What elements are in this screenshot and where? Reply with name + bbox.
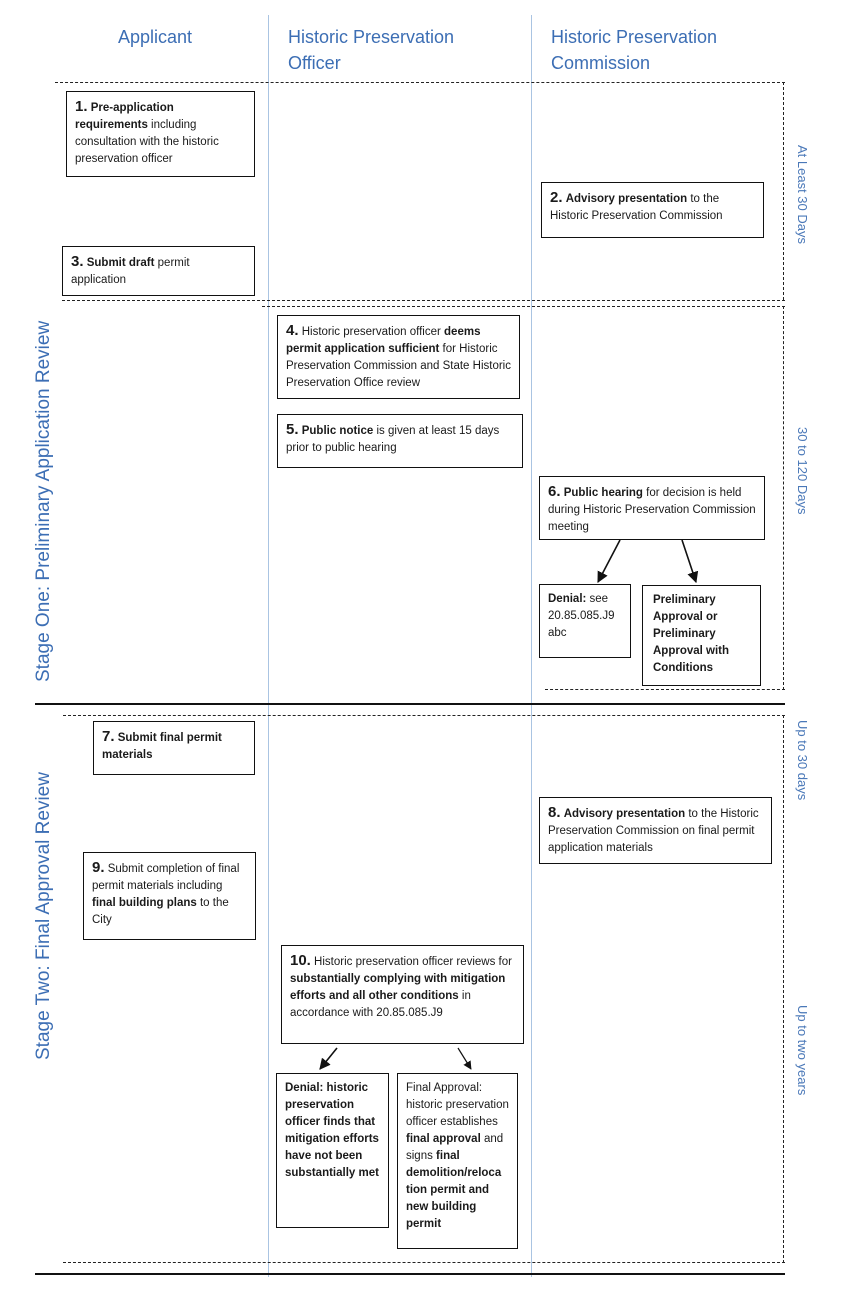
bracket-d3-bottom	[63, 1262, 785, 1263]
step-9-text: to the City	[92, 897, 229, 926]
stage-separator	[35, 703, 785, 705]
step-1-box: 1. Pre-application requirements includin…	[66, 91, 255, 177]
step-6-denial-bold: Denial:	[548, 593, 587, 605]
column-divider-2	[531, 15, 532, 1277]
step-5-box: 5. Public notice is given at least 15 da…	[277, 414, 523, 468]
column-header-hpc-line1: Historic Preservation	[551, 27, 718, 47]
step-10-final-mid: and signs	[406, 1133, 504, 1162]
step-10-final-approval-box: Final Approval: historic preservation of…	[397, 1073, 518, 1249]
bracket-d1-right	[783, 82, 784, 300]
step-9-box: 9. Submit completion of final permit mat…	[83, 852, 256, 940]
column-header-hpo-line2: Officer	[288, 53, 341, 73]
step-9-pre: Submit completion of final permit materi…	[92, 863, 240, 892]
arrow-step6-to-approval	[681, 539, 699, 584]
step-2-text: to the Historic Preservation Commission	[550, 193, 723, 222]
bracket-d1-bottom	[62, 300, 785, 301]
column-header-hpc-line2: Commission	[551, 53, 651, 73]
step-10-number: 10.	[290, 952, 311, 969]
step-7-box: 7. Submit final permit materials	[93, 721, 255, 775]
step-2-bold: Advisory presentation	[565, 193, 688, 205]
step-8-box: 8. Advisory presentation to the Historic…	[539, 797, 772, 864]
step-8-bold: Advisory presentation	[563, 808, 686, 820]
step-7-bold: Submit final permit materials	[102, 732, 222, 761]
step-8-number: 8.	[548, 804, 561, 821]
step-5-text: is given at least 15 days prior to publi…	[286, 425, 500, 454]
step-10-bold: substantially complying with mitigation …	[290, 973, 506, 1002]
step-5-number: 5.	[286, 421, 299, 438]
step-6-denial-text: see 20.85.085.J9 abc	[548, 593, 615, 639]
bracket-d3-top	[63, 715, 785, 716]
bracket-d1-top	[55, 82, 785, 83]
step-4-number: 4.	[286, 322, 299, 339]
step-10-box: 10. Historic preservation officer review…	[281, 945, 524, 1044]
column-header-applicant: Applicant	[118, 27, 193, 47]
column-header-hpo-line1: Historic Preservation	[288, 27, 455, 47]
bracket-d2-bottom	[545, 689, 785, 690]
arrow-step10-to-denial	[319, 1047, 338, 1070]
bracket-d2-right	[783, 306, 784, 690]
bottom-rule	[35, 1273, 785, 1275]
step-3-bold: Submit draft	[86, 257, 155, 269]
step-4-pre: Historic preservation officer	[298, 326, 445, 338]
bracket-d3-right	[783, 715, 784, 1263]
step-3-number: 3.	[71, 253, 84, 270]
step-10-final-bold-1: final approval	[406, 1133, 481, 1145]
step-9-number: 9.	[92, 859, 105, 876]
step-6-number: 6.	[548, 483, 561, 500]
column-header-hpo: Historic Preservation Officer	[288, 24, 454, 76]
step-10-text: in accordance with 20.85.085.J9	[290, 990, 471, 1019]
step-8-text: to the Historic Preservation Commission …	[548, 808, 759, 854]
step-4-box: 4. Historic preservation officer deems p…	[277, 315, 520, 399]
bracket-d2-top	[262, 306, 785, 307]
arrow-step10-to-final	[457, 1047, 472, 1070]
step-10-final-pre: Final Approval: historic preservation of…	[406, 1082, 509, 1128]
column-divider-1	[268, 15, 269, 1277]
step-3-box: 3. Submit draft permit application	[62, 246, 255, 296]
step-4-text: for Historic Preservation Commission and…	[286, 343, 511, 389]
step-10-pre: Historic preservation officer reviews fo…	[310, 956, 512, 968]
step-3-text: permit application	[71, 257, 190, 286]
step-9-bold: final building plans	[92, 897, 197, 909]
column-header-hpc: Historic Preservation Commission	[551, 24, 717, 76]
step-2-box: 2. Advisory presentation to the Historic…	[541, 182, 764, 238]
step-7-number: 7.	[102, 728, 115, 745]
arrow-step6-to-denial	[597, 539, 621, 583]
step-2-number: 2.	[550, 189, 563, 206]
step-6-denial-box: Denial: see 20.85.085.J9 abc	[539, 584, 631, 658]
step-6-approval-box: Preliminary Approval or Preliminary Appr…	[642, 585, 761, 686]
step-4-bold: deems permit application sufficient	[286, 326, 481, 355]
step-6-text: for decision is held during Historic Pre…	[548, 487, 756, 533]
step-1-number: 1.	[75, 98, 88, 115]
step-6-bold: Public hearing	[563, 487, 643, 499]
step-10-final-bold-2: final demolition/reloca tion permit and …	[406, 1150, 502, 1230]
step-1-bold: Pre-application requirements	[75, 102, 174, 131]
step-10-denial-box: Denial: historic preservation officer fi…	[276, 1073, 389, 1228]
step-6-box: 6. Public hearing for decision is held d…	[539, 476, 765, 540]
step-1-text: including consultation with the historic…	[75, 119, 219, 165]
step-5-bold: Public notice	[301, 425, 374, 437]
